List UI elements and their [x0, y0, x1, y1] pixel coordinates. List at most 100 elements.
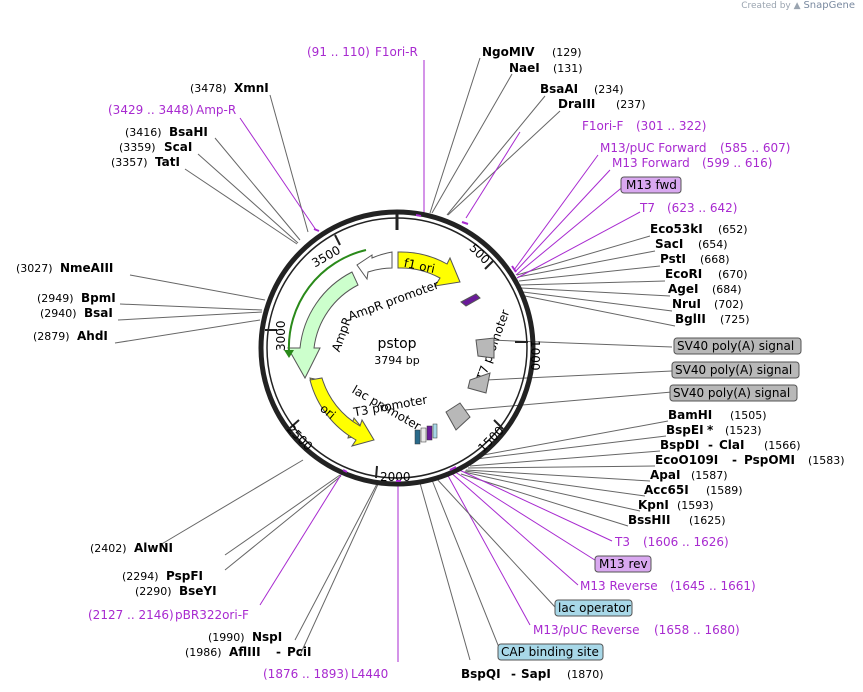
site-bspei[interactable]: BspEI [666, 423, 704, 437]
m13-rev-box[interactable] [594, 555, 652, 573]
site-pos: (702) [714, 298, 744, 311]
site-naei[interactable]: NaeI [509, 61, 540, 75]
site-ecoo109i[interactable]: EcoO109I [655, 453, 718, 467]
site-pcii[interactable]: PciI [287, 645, 312, 659]
site-xmni[interactable]: XmnI [234, 81, 269, 95]
sv40-block-2[interactable] [467, 372, 491, 394]
site-sapi[interactable]: SapI [521, 667, 551, 681]
sv40-box-2[interactable] [671, 361, 800, 379]
site-bsahi[interactable]: BsaHI [169, 125, 208, 139]
primer-range: (301 .. 322) [636, 119, 706, 133]
site-tati[interactable]: TatI [155, 155, 180, 169]
m13-fwd-block[interactable] [460, 293, 481, 307]
svg-text:-: - [276, 645, 281, 659]
site-alwni[interactable]: AlwNI [134, 541, 173, 555]
tick-1000: 1000 [528, 340, 542, 371]
site-bsai[interactable]: BsaI [84, 306, 113, 320]
primer-l4440[interactable]: L4440 [351, 667, 388, 681]
ampr-promoter-arrow[interactable] [356, 251, 393, 281]
sv40-box-3-label: SV40 poly(A) signal [673, 386, 790, 400]
primer-marks [313, 214, 517, 482]
site-scai[interactable]: ScaI [164, 140, 192, 154]
site-bamhi[interactable]: BamHI [668, 408, 712, 422]
site-acc65i[interactable]: Acc65I [644, 483, 689, 497]
site-bseyi[interactable]: BseYI [179, 584, 217, 598]
site-nmeaiii[interactable]: NmeAIII [60, 261, 113, 275]
feature-boxes: M13 fwd SV40 poly(A) signal SV40 poly(A)… [497, 176, 802, 661]
site-pos: (2949) [37, 292, 74, 305]
cap-site-box-label: CAP binding site [501, 645, 599, 659]
site-ecori[interactable]: EcoRI [665, 267, 702, 281]
plasmid-name: pstop [377, 336, 416, 352]
ampr-orf-line [287, 249, 367, 353]
site-nrui[interactable]: NruI [672, 297, 701, 311]
primer-t7[interactable]: T7 [639, 201, 655, 215]
primer-range: (1645 .. 1661) [670, 579, 756, 593]
site-pos: (1583) [808, 454, 845, 467]
primer-m13-reverse[interactable]: M13 Reverse [580, 579, 658, 593]
site-pos: (1870) [567, 668, 604, 681]
site-pos: (1587) [691, 469, 728, 482]
f1-ori-label: f1 ori [403, 256, 437, 276]
site-saci[interactable]: SacI [655, 237, 683, 251]
site-apai[interactable]: ApaI [650, 468, 680, 482]
site-ahdi[interactable]: AhdI [77, 329, 108, 343]
sv40-box-1[interactable] [673, 337, 802, 355]
sv40-block-1[interactable] [475, 337, 495, 359]
site-pspfi[interactable]: PspFI [166, 569, 203, 583]
site-bglii[interactable]: BglII [675, 312, 706, 326]
primer-range: (91 .. 110) [307, 45, 370, 59]
sv40-box-3[interactable] [669, 384, 798, 402]
cap-site-box[interactable] [497, 643, 604, 661]
f1-ori-feature[interactable] [397, 251, 461, 287]
site-pos: (2294) [122, 570, 159, 583]
mcs-lower-blocks[interactable] [414, 423, 438, 445]
site-bspdi[interactable]: BspDI [660, 438, 699, 452]
ampr-label: AmpR [329, 315, 354, 353]
site-afliii[interactable]: AflIII [229, 645, 261, 659]
primer-f1ori-r[interactable]: F1ori-R [375, 45, 418, 59]
site-kpni[interactable]: KpnI [638, 498, 669, 512]
ampr-feature[interactable] [287, 271, 359, 380]
primer-f1ori-f[interactable]: F1ori-F [582, 119, 623, 133]
site-pos: (2402) [90, 542, 127, 555]
svg-text:-: - [732, 453, 737, 467]
leader-lines [114, 57, 676, 661]
site-bpmi[interactable]: BpmI [81, 291, 116, 305]
site-nspi[interactable]: NspI [252, 630, 282, 644]
sv40-block-3[interactable] [445, 402, 471, 431]
tick-2500: 2500 [284, 422, 315, 453]
sv40-box-2-label: SV40 poly(A) signal [675, 363, 792, 377]
m13-fwd-box[interactable] [620, 176, 682, 194]
site-pos: (3357) [111, 156, 148, 169]
backbone-outer [258, 209, 536, 487]
primer-range: (1658 .. 1680) [654, 623, 740, 637]
snapgene-logo-icon: ▲ [793, 1, 801, 11]
site-eco53ki[interactable]: Eco53kI [650, 222, 703, 236]
site-bsshii[interactable]: BssHII [628, 513, 670, 527]
primer-m13-forward[interactable]: M13 Forward [612, 156, 690, 170]
primer-m13-puc-forward[interactable]: M13/pUC Forward [600, 141, 707, 155]
site-draiii[interactable]: DraIII [558, 97, 595, 111]
primer-pbr322ori-f[interactable]: pBR322ori-F [175, 608, 249, 622]
site-ngomiv[interactable]: NgoMIV [482, 45, 535, 59]
site-psti[interactable]: PstI [660, 252, 686, 266]
lac-operator-box[interactable] [554, 599, 633, 617]
site-bsaai[interactable]: BsaAI [540, 82, 578, 96]
primer-amp-r[interactable]: Amp-R [196, 103, 236, 117]
site-pspomi[interactable]: PspOMI [744, 453, 795, 467]
site-pos: (670) [718, 268, 748, 281]
site-pos: (725) [720, 313, 750, 326]
site-agei[interactable]: AgeI [668, 282, 698, 296]
primer-t3[interactable]: T3 [614, 535, 630, 549]
site-pos: (2290) [135, 585, 172, 598]
ori-arrow [309, 377, 375, 447]
m13-fwd-box-label: M13 fwd [626, 178, 677, 192]
site-star: * [707, 423, 714, 437]
site-clai[interactable]: ClaI [719, 438, 744, 452]
tick-3000: 3000 [274, 320, 288, 351]
primer-m13-puc-reverse[interactable]: M13/pUC Reverse [533, 623, 640, 637]
site-pos: (1505) [730, 409, 767, 422]
site-bspqi[interactable]: BspQI [461, 667, 501, 681]
